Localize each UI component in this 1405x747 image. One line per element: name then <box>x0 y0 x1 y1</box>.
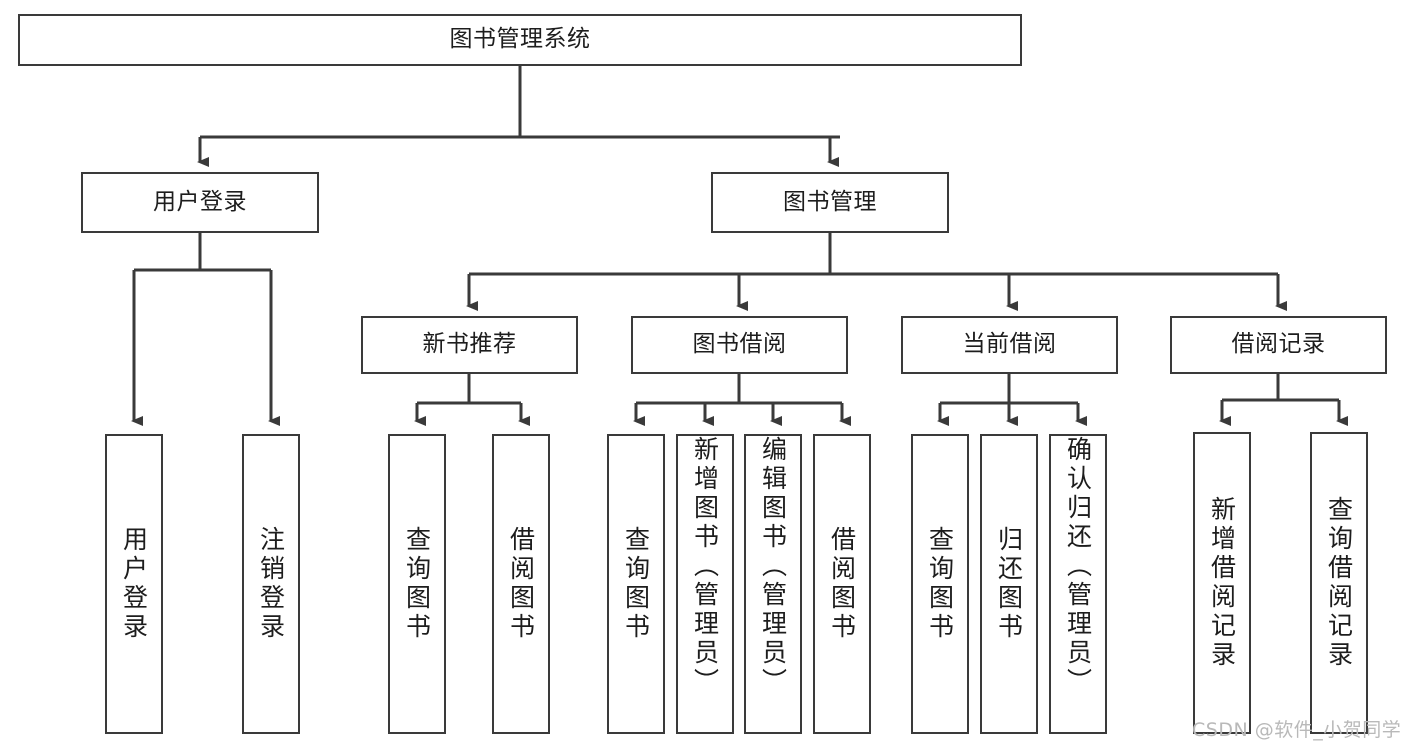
node-leaf-borrow-book-2-label: 借阅图书 <box>827 526 857 642</box>
node-current-borrow-label: 当前借阅 <box>962 331 1057 358</box>
node-leaf-query-book-3-label: 查询图书 <box>925 526 955 642</box>
node-leaf-query-book-3[interactable]: 查询图书 <box>911 434 969 734</box>
node-book-borrow-label: 图书借阅 <box>692 331 787 358</box>
node-leaf-borrow-book-1-label: 借阅图书 <box>506 526 536 642</box>
node-root[interactable]: 图书管理系统 <box>18 14 1022 66</box>
node-new-book-rec-label: 新书推荐 <box>422 331 517 358</box>
node-current-borrow[interactable]: 当前借阅 <box>901 316 1118 374</box>
node-leaf-return-book-label: 归还图书 <box>994 526 1024 642</box>
node-leaf-query-record[interactable]: 查询借阅记录 <box>1310 432 1368 734</box>
node-leaf-query-book-2-label: 查询图书 <box>621 526 651 642</box>
node-leaf-return-book[interactable]: 归还图书 <box>980 434 1038 734</box>
node-root-label: 图书管理系统 <box>449 26 591 53</box>
node-book-admin-label: 图书管理 <box>783 188 877 215</box>
node-leaf-add-book-label: 新增图书（管理员） <box>690 436 720 697</box>
node-leaf-borrow-book-1[interactable]: 借阅图书 <box>492 434 550 734</box>
node-leaf-query-book-1[interactable]: 查询图书 <box>388 434 446 734</box>
node-leaf-add-record-label: 新增借阅记录 <box>1207 496 1237 670</box>
node-leaf-edit-book-label: 编辑图书（管理员） <box>758 436 788 697</box>
node-user-login[interactable]: 用户登录 <box>81 172 319 233</box>
node-leaf-confirm-return-label: 确认归还（管理员） <box>1063 436 1093 697</box>
node-leaf-logout-login-label: 注销登录 <box>256 526 286 642</box>
node-book-borrow[interactable]: 图书借阅 <box>631 316 848 374</box>
node-leaf-user-login[interactable]: 用户登录 <box>105 434 163 734</box>
node-borrow-record-label: 借阅记录 <box>1231 331 1326 358</box>
node-leaf-logout-login[interactable]: 注销登录 <box>242 434 300 734</box>
csdn-watermark: CSDN @软件_小贺同学 <box>1192 719 1402 741</box>
node-user-login-label: 用户登录 <box>153 188 247 215</box>
node-leaf-query-book-1-label: 查询图书 <box>402 526 432 642</box>
node-leaf-add-record[interactable]: 新增借阅记录 <box>1193 432 1251 734</box>
node-book-admin[interactable]: 图书管理 <box>711 172 949 233</box>
node-leaf-borrow-book-2[interactable]: 借阅图书 <box>813 434 871 734</box>
node-new-book-rec[interactable]: 新书推荐 <box>361 316 578 374</box>
node-leaf-confirm-return[interactable]: 确认归还（管理员） <box>1049 434 1107 734</box>
node-borrow-record[interactable]: 借阅记录 <box>1170 316 1387 374</box>
node-leaf-edit-book[interactable]: 编辑图书（管理员） <box>744 434 802 734</box>
node-leaf-query-book-2[interactable]: 查询图书 <box>607 434 665 734</box>
node-leaf-add-book[interactable]: 新增图书（管理员） <box>676 434 734 734</box>
node-leaf-user-login-label: 用户登录 <box>119 526 149 642</box>
node-leaf-query-record-label: 查询借阅记录 <box>1324 496 1354 670</box>
